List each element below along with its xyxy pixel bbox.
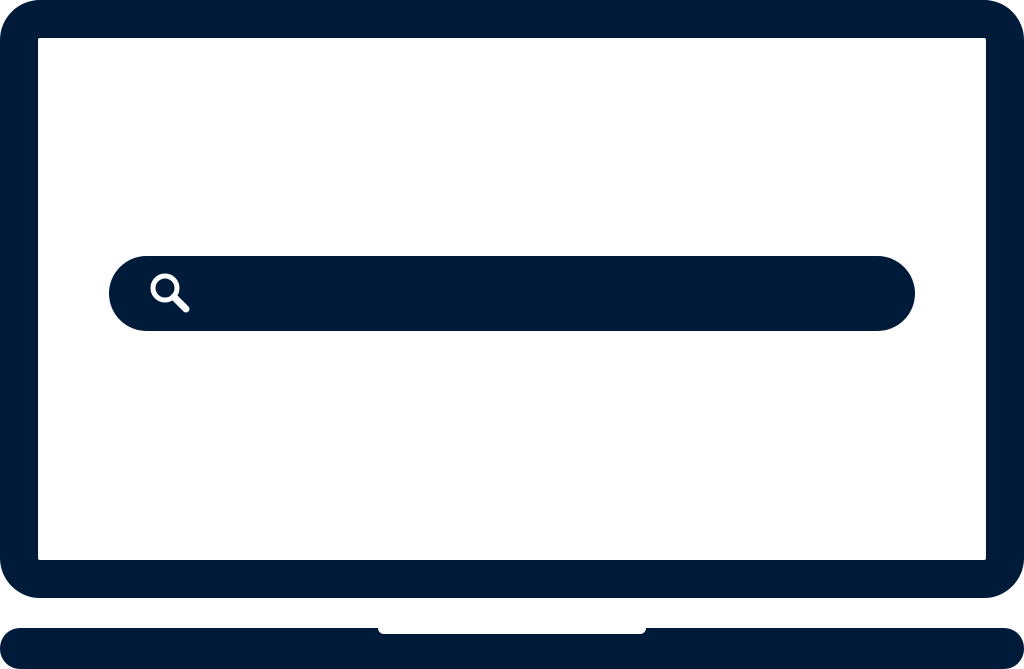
laptop-base-notch xyxy=(378,628,646,634)
search-bar[interactable] xyxy=(109,255,915,332)
laptop-base xyxy=(0,628,1024,669)
search-icon[interactable] xyxy=(145,268,197,320)
search-input[interactable] xyxy=(197,255,915,332)
